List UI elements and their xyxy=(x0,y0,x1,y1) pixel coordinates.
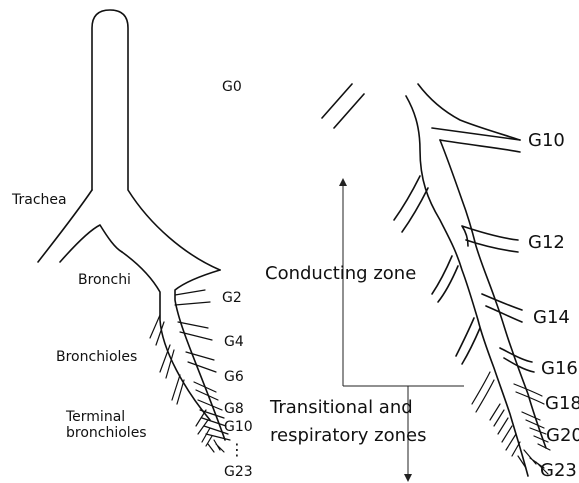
label-left-g10: G10 xyxy=(224,419,253,435)
label-right-g16: G16 xyxy=(541,358,578,379)
label-left-g2: G2 xyxy=(222,290,242,306)
right-trunk-outer xyxy=(418,84,520,140)
label-right-g23: G23 xyxy=(540,460,577,481)
respiratory-arrow-head xyxy=(404,474,412,482)
branch-right-side-1 xyxy=(394,176,428,232)
right-trunk-left xyxy=(406,96,528,476)
label-bronchi: Bronchi xyxy=(78,272,131,288)
branch-right-g12 xyxy=(462,226,518,252)
label-bronchioles: Bronchioles xyxy=(56,349,137,365)
branch-right-g18 xyxy=(514,384,544,404)
cut-branch-1 xyxy=(322,84,364,128)
label-terminal-line1: Terminal xyxy=(65,409,125,425)
conducting-arrow-head xyxy=(339,178,347,186)
label-g0: G0 xyxy=(222,79,242,95)
label-right-g10: G10 xyxy=(528,130,565,151)
label-transitional-line2: respiratory zones xyxy=(270,425,426,446)
label-trachea: Trachea xyxy=(11,192,67,208)
branch-right-g16 xyxy=(500,348,534,372)
branch-right-side-2 xyxy=(432,256,458,302)
label-right-g18: G18 xyxy=(545,393,579,414)
label-right-g14: G14 xyxy=(533,307,570,328)
label-left-g6: G6 xyxy=(224,369,244,385)
branch-right-g10 xyxy=(432,128,520,152)
right-trunk-right xyxy=(440,140,546,448)
label-conducting-zone: Conducting zone xyxy=(265,263,416,284)
branch-g2 xyxy=(175,290,210,305)
label-left-g8: G8 xyxy=(224,401,244,417)
left-airway-tree xyxy=(38,10,230,452)
label-right-g20: G20 xyxy=(546,425,579,446)
bronchi-crotch xyxy=(60,225,122,262)
right-main-bronchus-outer xyxy=(175,270,225,440)
trachea-outline xyxy=(92,10,220,270)
branch-right-side-3 xyxy=(456,318,480,364)
label-left-dots: ⋮ xyxy=(229,440,245,459)
label-terminal-line2: bronchioles xyxy=(66,425,147,441)
branch-g6 xyxy=(186,352,216,372)
label-left-g4: G4 xyxy=(224,334,244,350)
label-left-g23: G23 xyxy=(224,464,253,480)
label-transitional-line1: Transitional and xyxy=(269,397,413,418)
branch-right-side-4 xyxy=(472,372,494,412)
label-right-g12: G12 xyxy=(528,232,565,253)
